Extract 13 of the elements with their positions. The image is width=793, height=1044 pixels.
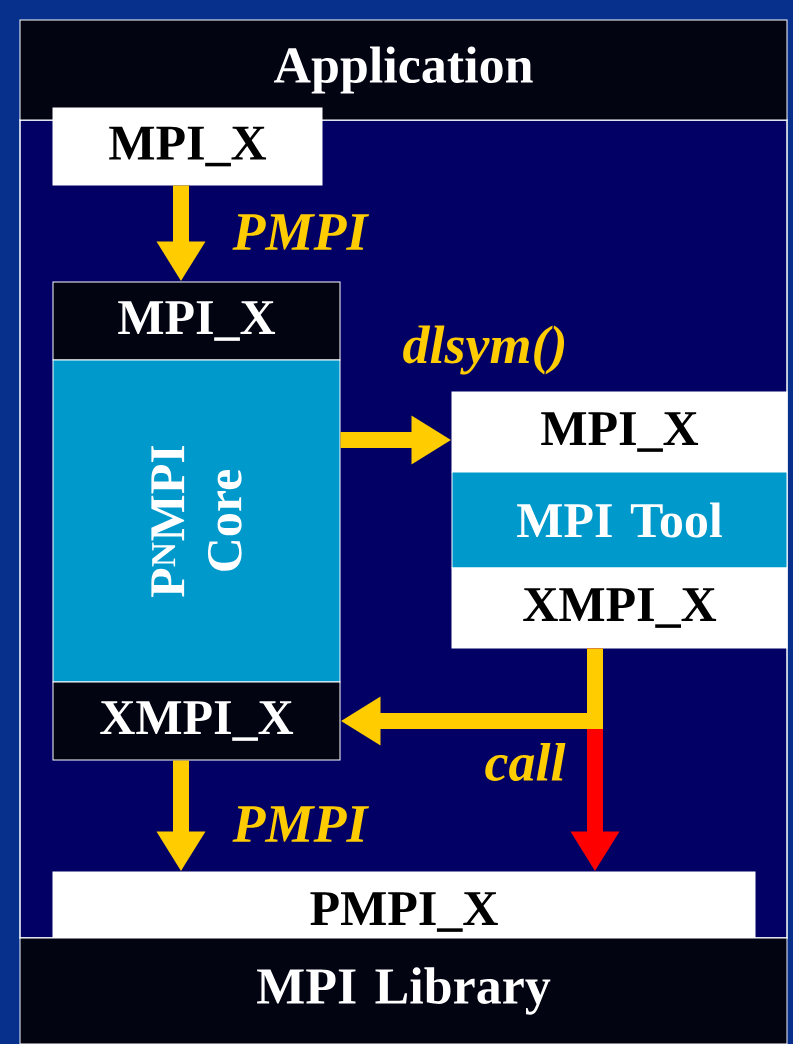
function-box: XMPI_X	[451, 567, 788, 649]
function-box: MPI_X	[52, 107, 323, 186]
module-box: MPI Tool	[451, 471, 788, 569]
function-box: XMPI_X	[52, 681, 341, 761]
layer-band: MPI Library	[19, 937, 788, 1044]
edge-label: dlsym()	[403, 325, 565, 375]
layer-band: Application	[19, 19, 788, 121]
function-box: MPI_X	[451, 391, 788, 473]
edge-label: PMPI	[232, 214, 370, 250]
function-box: MPI_X	[52, 281, 341, 361]
edge-label: call	[485, 743, 566, 781]
edge-label: PMPI	[232, 806, 370, 842]
module-box: P$^{N}$MPI Core	[52, 359, 341, 683]
